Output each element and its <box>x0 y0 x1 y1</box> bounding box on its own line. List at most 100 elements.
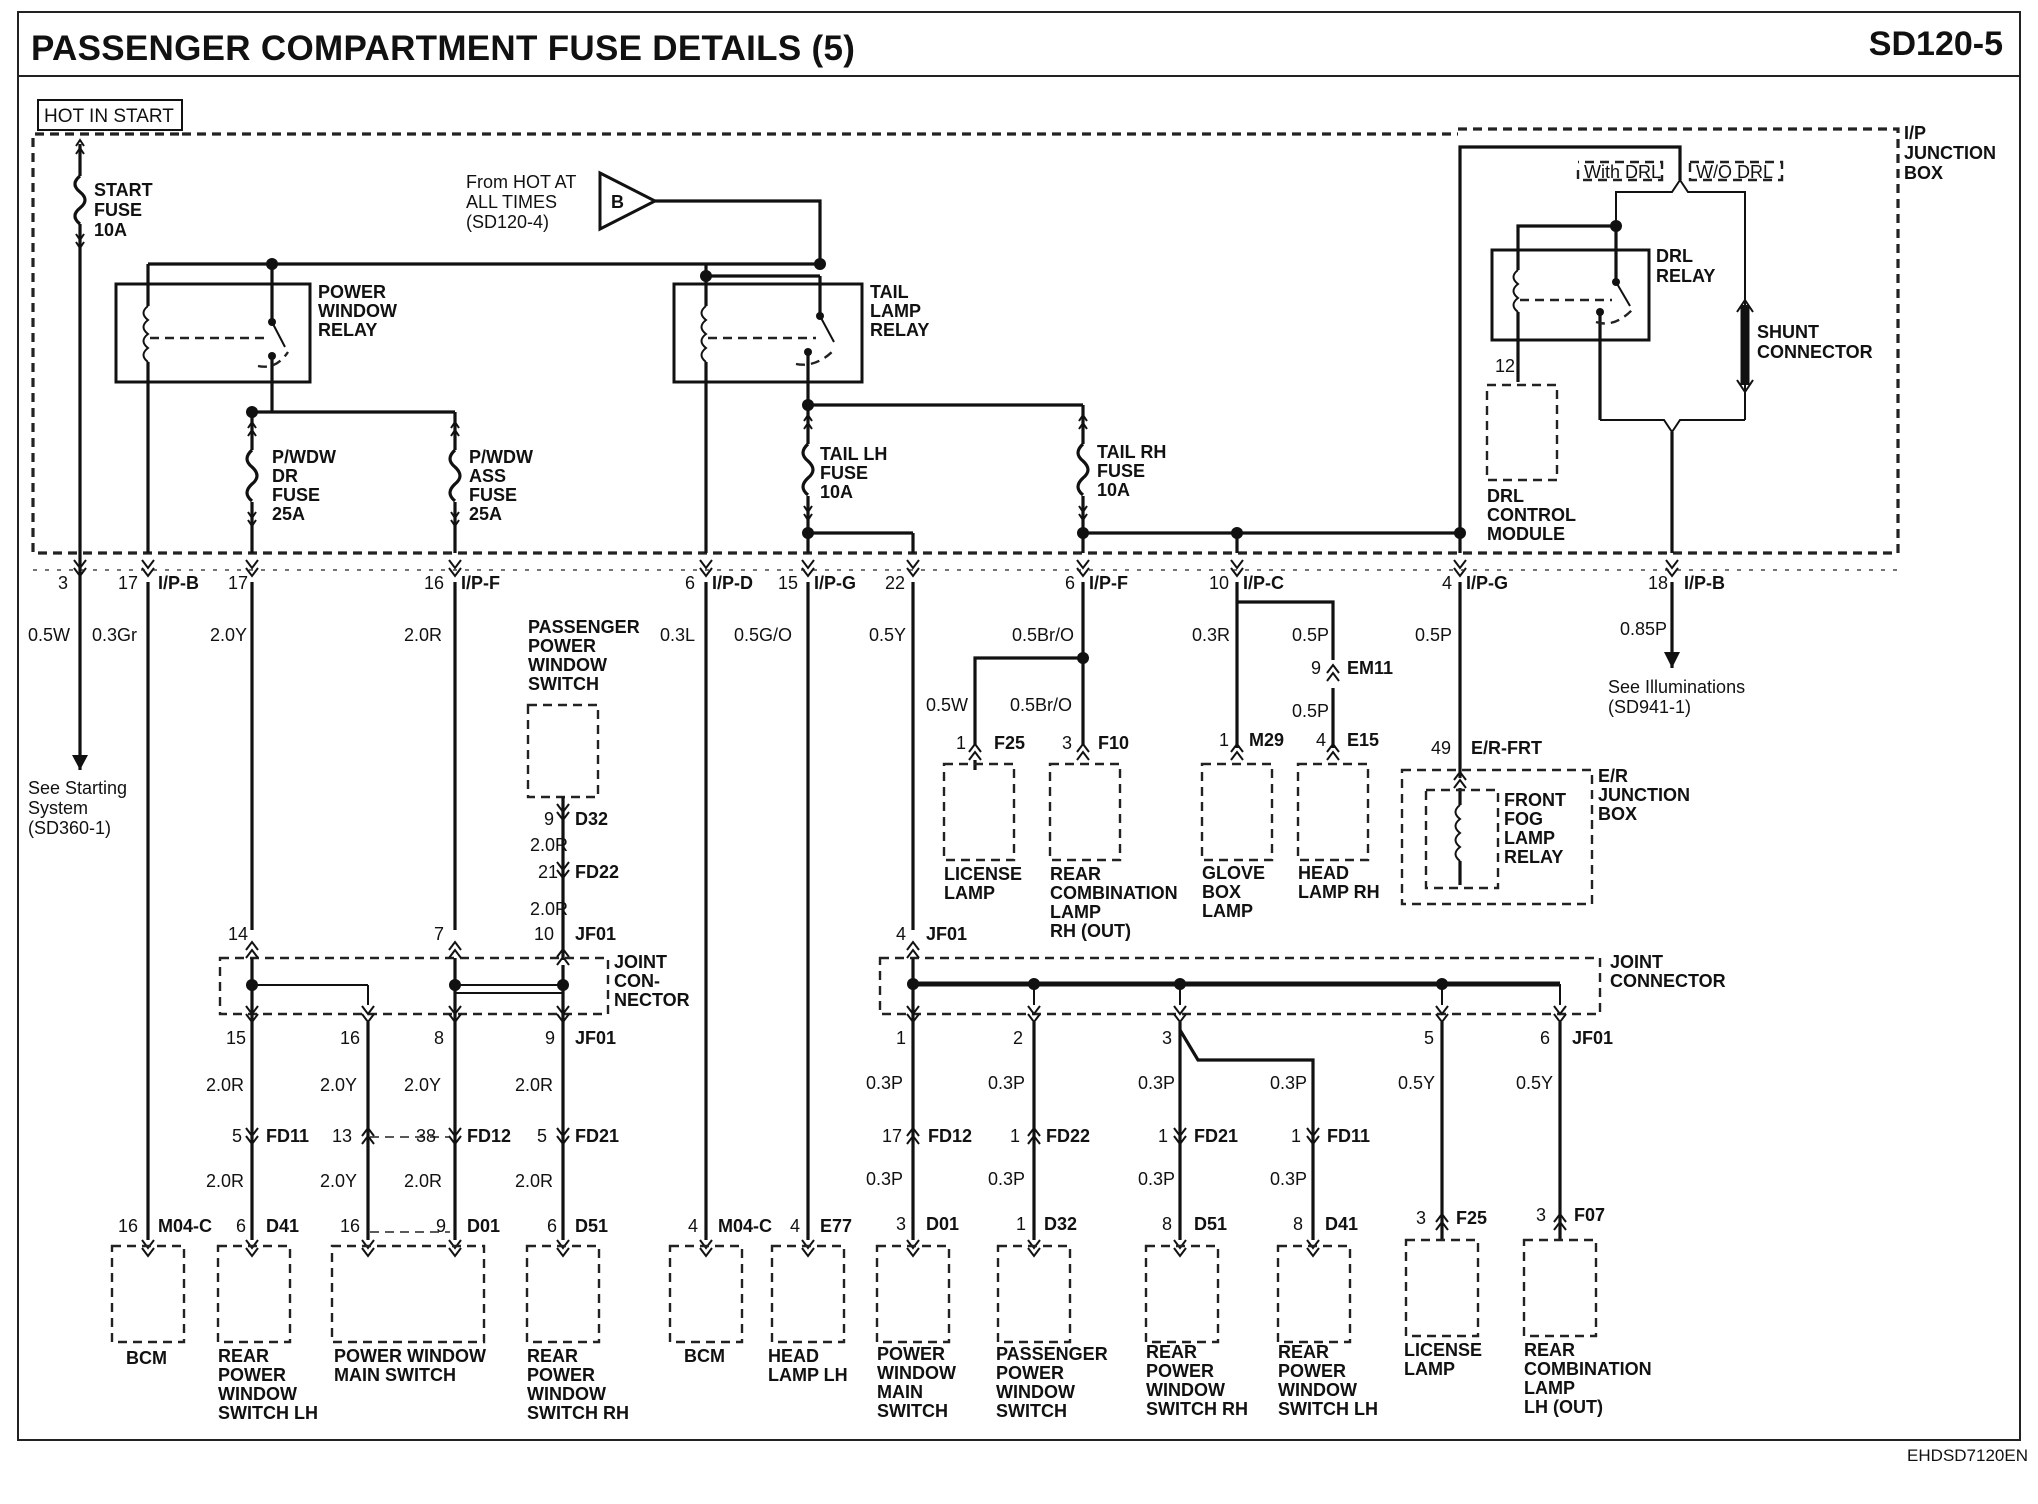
svg-text:4: 4 <box>1442 573 1452 593</box>
svg-text:2.0Y: 2.0Y <box>404 1075 441 1095</box>
ip-junction-box-label: I/P JUNCTION BOX <box>1904 123 1996 183</box>
svg-text:17: 17 <box>228 573 248 593</box>
svg-text:RH (OUT): RH (OUT) <box>1050 921 1131 941</box>
svg-text:8: 8 <box>1162 1214 1172 1234</box>
ip-wire-colors: 0.5W 0.3Gr 2.0Y 2.0R 0.3L 0.5G/O 0.5Y 0.… <box>28 619 1667 645</box>
svg-text:0.5P: 0.5P <box>1292 625 1329 645</box>
svg-text:JUNCTION: JUNCTION <box>1598 785 1690 805</box>
svg-text:SWITCH: SWITCH <box>528 674 599 694</box>
svg-text:5: 5 <box>1424 1028 1434 1048</box>
svg-text:COMBINATION: COMBINATION <box>1050 883 1178 903</box>
svg-text:RELAY: RELAY <box>318 320 377 340</box>
svg-text:PASSENGER: PASSENGER <box>996 1344 1108 1364</box>
svg-text:10A: 10A <box>94 220 127 240</box>
svg-text:M04-C: M04-C <box>158 1216 212 1236</box>
svg-text:LAMP: LAMP <box>870 301 921 321</box>
bottom-right-end-pins: 3 D01 1 D32 8 D51 8 D41 3 F25 3 F07 <box>896 1205 1605 1258</box>
start-arrow <box>72 755 88 770</box>
tail-rh-fuse <box>1076 442 1090 497</box>
svg-text:17: 17 <box>118 573 138 593</box>
tail-lamp-relay <box>672 282 864 384</box>
mid-connector-labels: 1 F25 3 F10 1 M29 9 EM11 4 E15 49 E/R-FR… <box>956 658 1542 758</box>
svg-text:NECTOR: NECTOR <box>614 990 690 1010</box>
see-starting-ref: See Starting System (SD360-1) <box>28 778 127 838</box>
svg-text:POWER: POWER <box>877 1344 945 1364</box>
svg-text:6: 6 <box>1065 573 1075 593</box>
svg-text:0.5P: 0.5P <box>1292 701 1329 721</box>
svg-text:REAR: REAR <box>218 1346 269 1366</box>
svg-text:15: 15 <box>226 1028 246 1048</box>
svg-text:COMBINATION: COMBINATION <box>1524 1359 1652 1379</box>
pw-main-switch-label: POWER WINDOW MAIN SWITCH <box>334 1346 486 1385</box>
bottom-left-end-pins: 16 M04-C 6 D41 16 9 D01 6 D51 4 M04-C 4 … <box>118 1216 852 1258</box>
svg-text:BOX: BOX <box>1904 163 1943 183</box>
svg-text:HEAD: HEAD <box>1298 863 1349 883</box>
rear-comb-rh-box <box>1048 762 1122 862</box>
joint-right-top-conn: JF01 <box>926 924 967 944</box>
svg-text:SWITCH RH: SWITCH RH <box>527 1403 629 1423</box>
left-lower-connectors: 5 FD11 13 38 FD12 5 FD21 <box>232 1126 619 1146</box>
bcm-right-label: BCM <box>684 1346 725 1366</box>
rear-pw-switch-rh-box <box>525 1244 601 1344</box>
page-title: PASSENGER COMPARTMENT FUSE DETAILS (5) <box>31 29 856 68</box>
svg-text:TAIL RH: TAIL RH <box>1097 442 1166 462</box>
rear-pw-switch-rh-label: REAR POWER WINDOW SWITCH RH <box>527 1346 629 1423</box>
svg-text:SWITCH LH: SWITCH LH <box>1278 1399 1378 1419</box>
rear-pw-switch-lh-box <box>216 1244 292 1344</box>
svg-text:(SD941-1): (SD941-1) <box>1608 697 1691 717</box>
svg-text:JOINT: JOINT <box>614 952 667 972</box>
wo-drl-label: W/O DRL <box>1696 162 1773 182</box>
svg-text:3: 3 <box>1536 1205 1546 1225</box>
drl-merge <box>1600 419 1745 434</box>
ip-pin-labels: 3 17 I/P-B 17 16 I/P-F 6 I/P-D 15 I/P-G … <box>58 573 1725 593</box>
svg-text:14: 14 <box>228 924 248 944</box>
svg-text:WINDOW: WINDOW <box>996 1382 1075 1402</box>
footer-code: EHDSD7120EN <box>1907 1446 2028 1465</box>
svg-text:0.3Gr: 0.3Gr <box>92 625 137 645</box>
svg-text:16: 16 <box>340 1216 360 1236</box>
svg-text:0.3P: 0.3P <box>1138 1073 1175 1093</box>
svg-text:P/WDW: P/WDW <box>469 447 533 467</box>
rear-pw-switch-lh-label: REAR POWER WINDOW SWITCH LH <box>218 1346 318 1423</box>
svg-text:3: 3 <box>1416 1208 1426 1228</box>
start-fuse-bot-term <box>75 233 85 250</box>
svg-text:FD12: FD12 <box>928 1126 972 1146</box>
license-lamp-2-box <box>1404 1238 1480 1338</box>
joint-left-top-pins: 14 7 10 JF01 <box>228 924 616 944</box>
svg-text:I/P-G: I/P-G <box>1466 573 1508 593</box>
passenger-pw-switch-box <box>996 1244 1072 1344</box>
passenger-pw-switch-label: PASSENGER POWER WINDOW SWITCH <box>996 1344 1108 1421</box>
svg-text:LICENSE: LICENSE <box>944 864 1022 884</box>
svg-text:M29: M29 <box>1249 730 1284 750</box>
er-junction-box-label: E/R JUNCTION BOX <box>1598 766 1690 824</box>
svg-text:2.0Y: 2.0Y <box>320 1075 357 1095</box>
drl-relay <box>1490 248 1651 342</box>
svg-text:2: 2 <box>1013 1028 1023 1048</box>
svg-text:M04-C: M04-C <box>718 1216 772 1236</box>
svg-text:JF01: JF01 <box>1572 1028 1613 1048</box>
pwdw-ass-fuse <box>448 448 462 503</box>
svg-text:E77: E77 <box>820 1216 852 1236</box>
pass-conn-d32: D32 <box>575 809 608 829</box>
svg-text:LAMP: LAMP <box>944 883 995 903</box>
title-bar: PASSENGER COMPARTMENT FUSE DETAILS (5) S… <box>17 11 2021 77</box>
svg-text:POWER: POWER <box>996 1363 1064 1383</box>
svg-text:POWER WINDOW: POWER WINDOW <box>334 1346 486 1366</box>
svg-text:10: 10 <box>1209 573 1229 593</box>
see-illuminations-ref: See Illuminations (SD941-1) <box>1608 677 1745 717</box>
svg-text:POWER: POWER <box>218 1365 286 1385</box>
svg-text:D01: D01 <box>467 1216 500 1236</box>
with-drl-box <box>1576 160 1664 182</box>
svg-text:SWITCH: SWITCH <box>996 1401 1067 1421</box>
svg-text:0.3P: 0.3P <box>866 1169 903 1189</box>
svg-text:18: 18 <box>1648 573 1668 593</box>
svg-text:4: 4 <box>1316 730 1326 750</box>
svg-text:REAR: REAR <box>1146 1342 1197 1362</box>
svg-text:0.5W: 0.5W <box>28 625 70 645</box>
svg-text:TAIL LH: TAIL LH <box>820 444 887 464</box>
svg-text:2.0R: 2.0R <box>404 1171 442 1191</box>
svg-text:6: 6 <box>547 1216 557 1236</box>
svg-text:2.0Y: 2.0Y <box>320 1171 357 1191</box>
svg-text:(SD360-1): (SD360-1) <box>28 818 111 838</box>
rear-pw-switch-lh-2-label: REAR POWER WINDOW SWITCH LH <box>1278 1342 1378 1419</box>
